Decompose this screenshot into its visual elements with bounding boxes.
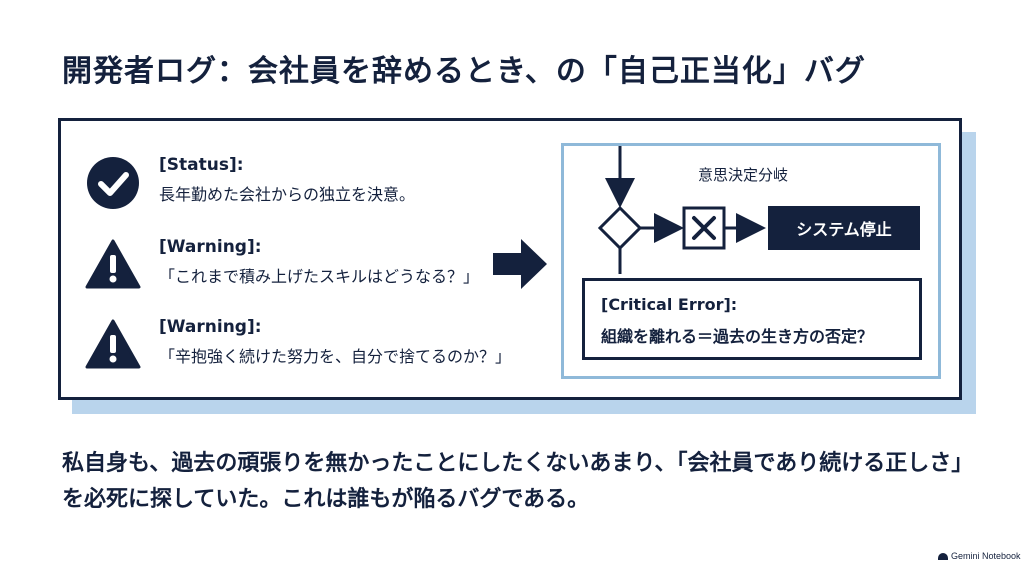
- log-item-status: [Status]: 長年勤めた会社からの独立を決意。: [85, 155, 505, 215]
- warning-icon: [85, 319, 141, 369]
- decision-diamond: [597, 205, 643, 251]
- warning-icon: [85, 239, 141, 289]
- log-item-label: [Warning]:: [159, 237, 262, 257]
- decision-branch-label: 意思決定分岐: [698, 166, 789, 184]
- critical-error-text: 組織を離れる＝過去の生き方の否定？: [601, 327, 874, 346]
- log-item-label: [Status]:: [159, 155, 244, 175]
- close-icon: [692, 216, 716, 240]
- right-arrow-icon: [493, 239, 547, 289]
- notebook-logo-icon: [938, 553, 948, 561]
- log-item-warning: [Warning]: 「これまで積み上げたスキルはどうなる？」: [85, 237, 505, 297]
- flow-connectors: [597, 146, 766, 274]
- log-item-label: [Warning]:: [159, 317, 262, 337]
- decision-flow-diagram: 意思決定分岐 システム停止 [Critical Error]: 組織を離れる＝過…: [561, 143, 941, 379]
- log-panel: [Status]: 長年勤めた会社からの独立を決意。 [Warning]: 「こ…: [58, 118, 962, 400]
- watermark: Gemini Notebook: [938, 551, 1021, 561]
- critical-error-box: [Critical Error]: 組織を離れる＝過去の生き方の否定？: [582, 278, 922, 360]
- check-icon: [87, 157, 139, 209]
- critical-error-label: [Critical Error]:: [601, 295, 738, 314]
- log-item-warning: [Warning]: 「辛抱強く続けた努力を、自分で捨てるのか？」: [85, 317, 511, 377]
- page-title: 開発者ログ：会社員を辞めるとき、の「自己正当化」バグ: [62, 54, 866, 89]
- watermark-text: Gemini Notebook: [951, 551, 1021, 561]
- log-item-text: 「辛抱強く続けた努力を、自分で捨てるのか？」: [159, 347, 512, 366]
- system-stop-box: システム停止: [768, 206, 920, 250]
- log-item-text: 「これまで積み上げたスキルはどうなる？」: [159, 267, 480, 286]
- log-item-text: 長年勤めた会社からの独立を決意。: [159, 185, 416, 204]
- conclusion-text: 私自身も、過去の頑張りを無かったことにしたくないあまり、「会社員であり続ける正し…: [62, 451, 974, 512]
